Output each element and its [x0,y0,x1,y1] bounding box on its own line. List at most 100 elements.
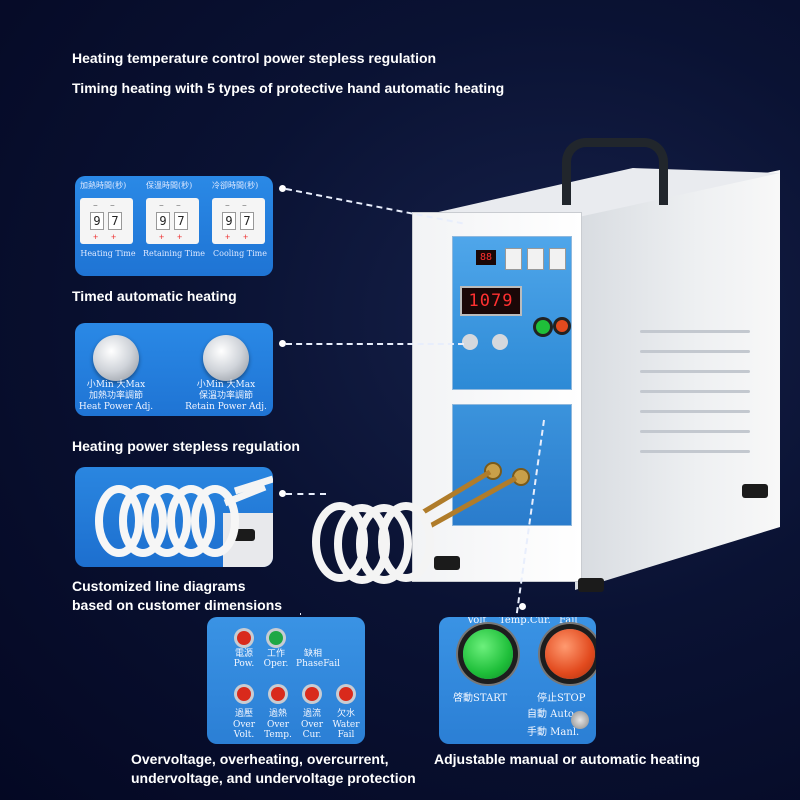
temperature-display: 1079 [460,286,522,316]
lamp-label: Over Volt. [232,720,256,740]
overcurrent-lamp-icon [305,687,319,701]
mini-timer [549,248,566,270]
start-stop-panel: Volt Temp.Cur. Fail 啓動START 停止STOP 自動 Au… [439,617,596,744]
heating-time-timer[interactable]: 加熱時間(秒) − − 9 7 + + Heating Time [80,181,136,258]
heat-knob-cn-label: 加熱功率調節 [88,391,143,401]
operation-lamp-icon [269,631,283,645]
caption-custom-2: based on customer dimensions [72,597,283,613]
timer-digit: 7 [174,212,188,230]
machine-foot [578,578,604,592]
machine-foot [233,529,255,541]
timer-digit: 7 [108,212,122,230]
timer-digit: 9 [90,212,104,230]
callout-line [300,613,301,615]
timer-top-label: 冷卻時間(秒) [212,181,259,190]
callout-dot [279,340,286,347]
machine-knob[interactable] [462,334,478,350]
induction-coil-icon [312,469,518,584]
mini-timer [505,248,522,270]
vent [640,370,750,373]
minus-icon: − [225,201,230,210]
vent [640,330,750,333]
machine-knob[interactable] [492,334,508,350]
caption-power: Heating power stepless regulation [72,438,300,454]
start-button[interactable] [463,629,513,679]
protection-lamp-panel: 電源 Pow. 工作 Oper. 缺相 PhaseFail 過壓 Over Vo… [207,617,365,744]
timer-panel: 加熱時間(秒) − − 9 7 + + Heating Time 保溫時間(秒)… [75,176,273,276]
machine-foot [434,556,460,570]
lamp-label: 工作 [266,649,285,659]
caption-protect-1: Overvoltage, overheating, overcurrent, [131,751,389,767]
start-label: 啓動START [453,693,508,704]
vent [640,390,750,393]
lamp-label: 缺相 [303,649,322,659]
retain-power-knob[interactable] [203,335,249,381]
overtemp-lamp-icon [271,687,285,701]
caption-custom-1: Customized line diagrams [72,578,246,594]
lamp-label: Pow. [233,659,255,669]
callout-dot [279,490,286,497]
minus-icon: − [110,201,115,210]
stop-button[interactable] [545,629,595,679]
stop-label: 停止STOP [537,693,586,704]
water-fail-lamp-icon [339,687,353,701]
lamp-label: Over Cur. [300,720,324,740]
plus-icon: + [177,232,183,242]
machine-start-button[interactable] [536,320,550,334]
callout-dot [279,185,286,192]
power-knob-panel: 小Min 大Max 加熱功率調節 Heat Power Adj. 小Min 大M… [75,323,273,416]
lamp-label: 過壓 [234,709,253,719]
coil-panel [75,467,273,567]
callout-line [286,493,326,495]
machine-side [575,170,780,590]
timer-digit: 9 [156,212,170,230]
auto-label: 自動 Auto. [527,709,577,720]
headline-1: Heating temperature control power steple… [72,50,437,66]
timer-top-label: 加熱時間(秒) [80,181,127,190]
plus-icon: + [243,232,249,242]
cooling-time-timer[interactable]: 冷卻時間(秒) − − 9 7 + + Cooling Time [212,181,267,258]
timer-bottom-label: Cooling Time [213,249,267,258]
retaining-time-timer[interactable]: 保溫時間(秒) − − 9 7 + + Retaining Time [143,181,205,258]
machine-foot [742,484,768,498]
retain-knob-range: 小Min 大Max [196,380,256,390]
plus-icon: + [93,232,99,242]
vent [640,430,750,433]
lamp-label: 過熱 [268,709,287,719]
retain-knob-cn-label: 保溫功率調節 [198,391,253,401]
heat-power-knob[interactable] [93,335,139,381]
manual-label: 手動 Manl. [527,727,580,738]
lamp-label: 欠水 [336,709,355,719]
headline-2: Timing heating with 5 types of protectiv… [72,80,505,96]
minus-icon: − [93,201,98,210]
lamp-label: Oper. [263,659,289,669]
lamp-label: PhaseFail [296,659,340,669]
plus-icon: + [159,232,165,242]
lamp-label: 電源 [234,649,253,659]
button-top-label: Volt [467,617,487,626]
plus-icon: + [111,232,117,242]
vent [640,350,750,353]
coil-closeup-icon [95,475,273,557]
timer-bottom-label: Heating Time [80,249,136,258]
vent [640,410,750,413]
vent [640,450,750,453]
auto-manual-toggle[interactable] [571,711,589,729]
callout-line [286,343,464,345]
timer-digit: 9 [222,212,236,230]
minus-icon: − [159,201,164,210]
machine-stop-button[interactable] [556,320,568,332]
caption-timed: Timed automatic heating [72,288,237,304]
callout-dot [519,603,526,610]
button-top-label: Fail [559,617,578,626]
caption-protect-2: undervoltage, and undervoltage protectio… [131,770,416,786]
overvoltage-lamp-icon [237,687,251,701]
retain-knob-en-label: Retain Power Adj. [185,402,267,412]
small-display: 88 [476,250,496,265]
button-top-label: Temp.Cur. [499,617,551,626]
heat-knob-en-label: Heat Power Adj. [78,402,154,412]
carry-handle [562,138,668,205]
timer-top-label: 保溫時間(秒) [146,181,193,190]
timer-bottom-label: Retaining Time [142,249,206,258]
mini-timer [527,248,544,270]
